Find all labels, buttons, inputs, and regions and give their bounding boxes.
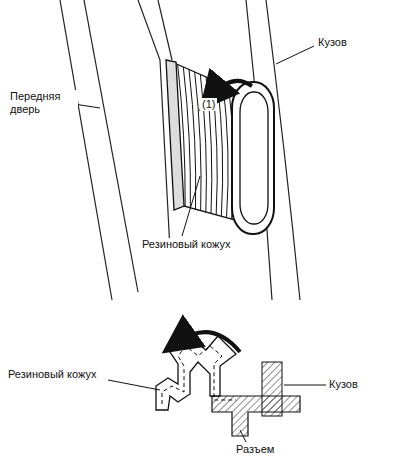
door-edge bbox=[60, 0, 172, 300]
boot-inner bbox=[162, 346, 236, 404]
boot-rib bbox=[189, 70, 196, 210]
leader-line bbox=[108, 380, 326, 442]
boot-rib bbox=[200, 75, 206, 213]
part-label: Кузов bbox=[316, 36, 349, 49]
boot-rib bbox=[223, 85, 228, 218]
part-label: Резиновый кожух bbox=[140, 238, 232, 251]
part-label: Резиновый кожух bbox=[6, 368, 98, 381]
part-label: Разъем bbox=[234, 443, 276, 456]
connector-section bbox=[212, 396, 300, 436]
rotation-arrow bbox=[212, 81, 252, 96]
rotation-arrow bbox=[178, 332, 240, 352]
callout-number: (1) bbox=[200, 98, 217, 111]
boot-rib bbox=[183, 67, 190, 208]
part-label: Передняя дверь bbox=[8, 90, 78, 116]
boot-rib bbox=[217, 82, 222, 216]
rubber-boot bbox=[166, 60, 274, 234]
part-label: Кузов bbox=[327, 378, 360, 391]
boot-section bbox=[156, 334, 236, 410]
leader-line bbox=[74, 46, 314, 236]
